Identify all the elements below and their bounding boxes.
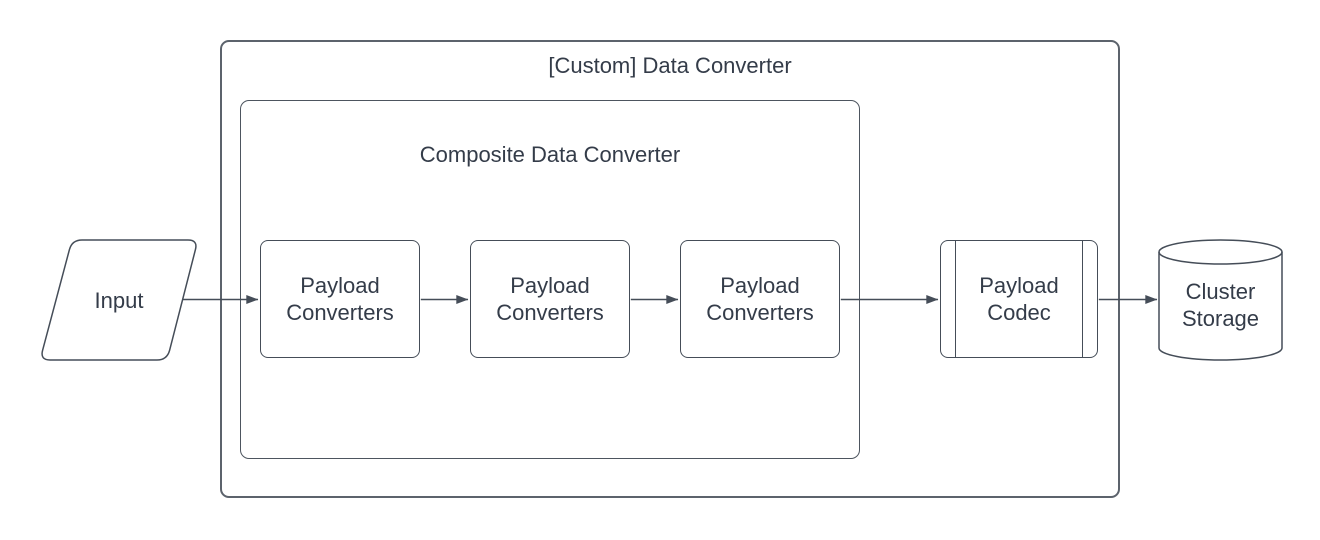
payload-converters-label-3: Payload Converters — [706, 273, 814, 325]
codec-inner-line-right — [1082, 241, 1083, 357]
custom-data-converter-title: [Custom] Data Converter — [548, 53, 792, 78]
payload-converters-node-3: Payload Converters — [680, 240, 840, 358]
composite-data-converter-title: Composite Data Converter — [419, 142, 681, 167]
payload-codec-node: Payload Codec — [940, 240, 1098, 358]
input-label: Input — [94, 287, 144, 313]
cluster-storage-cylinder — [1158, 239, 1283, 361]
payload-converters-node-1: Payload Converters — [260, 240, 420, 358]
payload-converters-label-1: Payload Converters — [286, 273, 394, 325]
input-parallelogram — [41, 239, 197, 361]
cluster-storage-label: Cluster Storage — [1181, 279, 1260, 331]
cluster-storage-cylinder-lip — [1158, 251, 1283, 265]
payload-codec-label: Payload Codec — [979, 273, 1059, 325]
payload-converters-label-2: Payload Converters — [496, 273, 604, 325]
codec-inner-line-left — [955, 241, 956, 357]
payload-converters-node-2: Payload Converters — [470, 240, 630, 358]
